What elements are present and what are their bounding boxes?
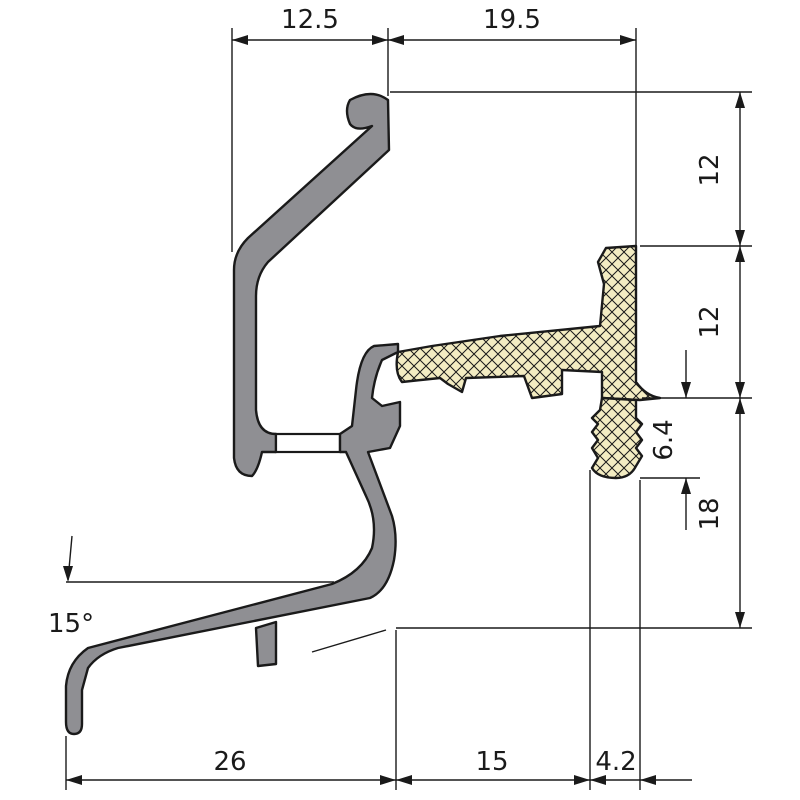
dim-gasket-depth: 6.4 — [649, 419, 679, 460]
dim-right-lower: 18 — [695, 497, 725, 530]
extension-lines — [65, 28, 752, 790]
dim-angle: 15° — [48, 609, 94, 639]
gasket-body — [395, 244, 662, 402]
dimension-lines — [63, 35, 745, 785]
dim-top-left: 12.5 — [281, 5, 339, 35]
dim-bottom-right: 4.2 — [595, 747, 636, 777]
thermal-break — [274, 432, 342, 454]
dim-right-middle: 12 — [695, 305, 725, 338]
sill-body — [64, 342, 402, 736]
dim-right-upper: 12 — [695, 153, 725, 186]
dimension-labels: 12.5 19.5 12 12 18 6.4 15° 26 15 4.2 — [48, 5, 725, 777]
aluminum-profile — [64, 92, 402, 736]
dim-bottom-middle: 15 — [475, 747, 508, 777]
gasket-fin — [590, 396, 644, 480]
dim-bottom-left: 26 — [213, 747, 246, 777]
upper-arm — [232, 92, 391, 478]
seal-gasket — [395, 244, 662, 480]
dim-top-right: 19.5 — [483, 5, 541, 35]
drip-leg — [254, 620, 278, 668]
